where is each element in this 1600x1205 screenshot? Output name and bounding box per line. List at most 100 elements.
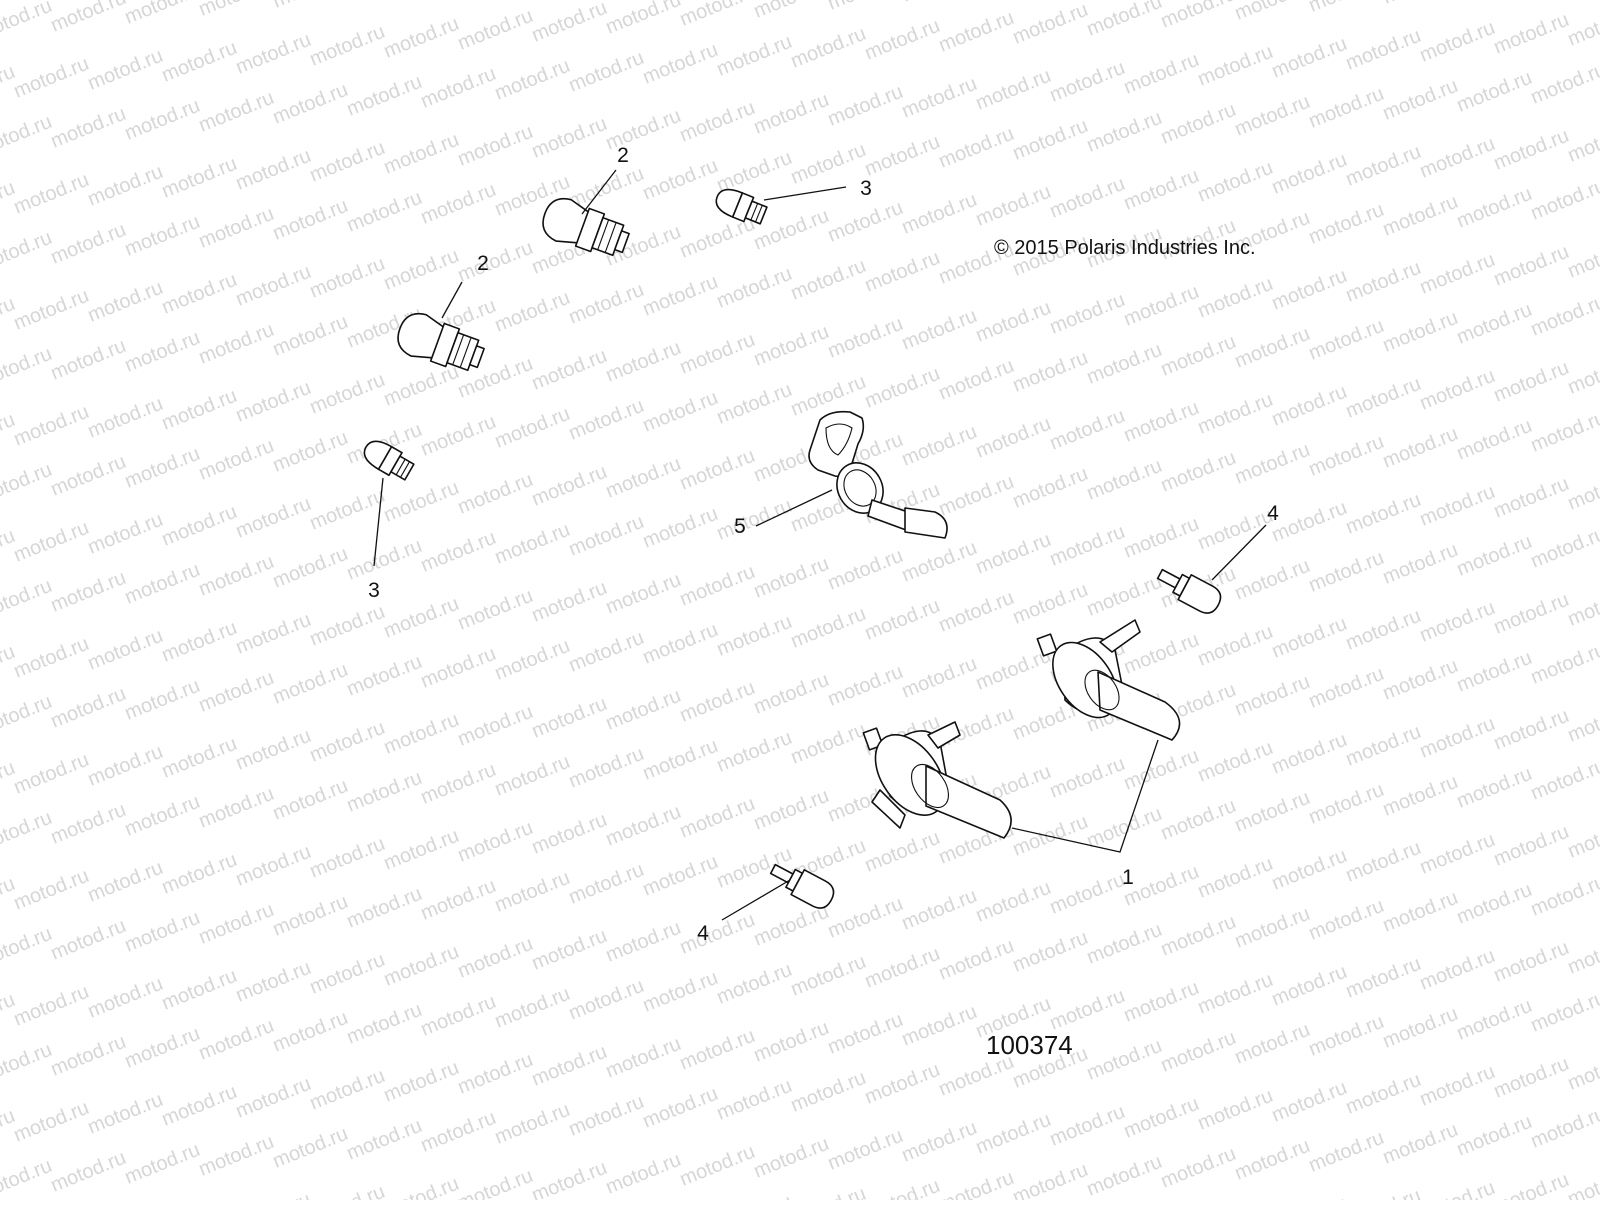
watermark-text: motod.ru bbox=[492, 55, 573, 105]
watermark-text: motod.ru bbox=[85, 393, 166, 443]
bulb-part-2-lower bbox=[397, 312, 485, 372]
watermark-text: motod.ru bbox=[1454, 67, 1535, 117]
watermark-text: motod.ru bbox=[196, 435, 277, 485]
watermark-text: motod.ru bbox=[1417, 249, 1498, 299]
watermark-text: motod.ru bbox=[1195, 1085, 1276, 1135]
watermark-text: motod.ru bbox=[1121, 397, 1202, 447]
watermark-text: motod.ru bbox=[899, 0, 980, 7]
watermark-text: motod.ru bbox=[11, 865, 92, 915]
watermark-text: motod.ru bbox=[159, 1081, 240, 1131]
watermark-text: motod.ru bbox=[714, 31, 795, 81]
watermark-text: motod.ru bbox=[1380, 307, 1461, 357]
watermark-text: motod.ru bbox=[1491, 473, 1572, 523]
watermark-text: motod.ru bbox=[1047, 57, 1128, 107]
watermark-text: motod.ru bbox=[936, 587, 1017, 637]
watermark-text: motod.ru bbox=[196, 319, 277, 369]
watermark-text: motod.ru bbox=[862, 827, 943, 877]
watermark-text: motod.ru bbox=[1232, 1135, 1313, 1185]
watermark-text: motod.ru bbox=[1306, 431, 1387, 481]
watermark-text: motod.ru bbox=[566, 975, 647, 1025]
watermark-text: motod.ru bbox=[196, 667, 277, 717]
watermark-text: motod.ru bbox=[418, 527, 499, 577]
watermark-text: motod.ru bbox=[1269, 149, 1350, 199]
watermark-text: motod.ru bbox=[48, 683, 129, 733]
watermark-text: motod.ru bbox=[1010, 115, 1091, 165]
watermark-text: motod.ru bbox=[233, 261, 314, 311]
watermark-text: motod.ru bbox=[862, 247, 943, 297]
watermark-text: motod.ru bbox=[1010, 927, 1091, 977]
watermark-text: motod.ru bbox=[1417, 1061, 1498, 1111]
watermark-text: motod.ru bbox=[11, 1097, 92, 1147]
watermark-text: motod.ru bbox=[603, 1033, 684, 1083]
watermark-text: motod.ru bbox=[1380, 655, 1461, 705]
watermark-text: motod.ru bbox=[1047, 173, 1128, 223]
watermark-text: motod.ru bbox=[1528, 755, 1600, 805]
watermark-text: motod.ru bbox=[307, 21, 388, 71]
watermark-text: motod.ru bbox=[936, 471, 1017, 521]
watermark-text: motod.ru bbox=[788, 719, 869, 769]
watermark-text: motod.ru bbox=[677, 561, 758, 611]
watermark-text: motod.ru bbox=[1047, 521, 1128, 571]
watermark-text: motod.ru bbox=[0, 0, 55, 45]
watermark-text: motod.ru bbox=[899, 537, 980, 587]
watermark-text: motod.ru bbox=[1195, 157, 1276, 207]
watermark-text: motod.ru bbox=[825, 545, 906, 595]
watermark-text: motod.ru bbox=[714, 727, 795, 777]
watermark-text: motod.ru bbox=[1121, 281, 1202, 331]
watermark-text: motod.ru bbox=[1306, 1127, 1387, 1177]
watermark-text: motod.ru bbox=[1380, 1119, 1461, 1169]
watermark-text: motod.ru bbox=[788, 139, 869, 189]
watermark-text: motod.ru bbox=[862, 15, 943, 65]
watermark-text: motod.ru bbox=[899, 421, 980, 471]
watermark-text: motod.ru bbox=[1380, 191, 1461, 241]
watermark-text: motod.ru bbox=[566, 627, 647, 677]
watermark-text: motod.ru bbox=[11, 517, 92, 567]
callout-4-right: 4 bbox=[1267, 502, 1279, 525]
watermark-text: motod.ru bbox=[307, 601, 388, 651]
watermark-text: motod.ru bbox=[270, 1007, 351, 1057]
watermark-text: motod.ru bbox=[196, 1015, 277, 1065]
watermark-text: motod.ru bbox=[159, 965, 240, 1015]
watermark-text: motod.ru bbox=[973, 529, 1054, 579]
watermark-text: motod.ru bbox=[418, 63, 499, 113]
watermark-text: motod.ru bbox=[122, 443, 203, 493]
watermark-text: motod.ru bbox=[1047, 289, 1128, 339]
watermark-text: motod.ru bbox=[344, 0, 425, 5]
watermark-text: motod.ru bbox=[899, 653, 980, 703]
watermark-text: motod.ru bbox=[233, 145, 314, 195]
bulb-part-3-upper bbox=[715, 188, 768, 225]
watermark-text: motod.ru bbox=[122, 211, 203, 261]
watermark-text: motod.ru bbox=[492, 1099, 573, 1149]
watermark-text: motod.ru bbox=[455, 121, 536, 171]
watermark-text: motod.ru bbox=[0, 691, 55, 741]
watermark-text: motod.ru bbox=[233, 609, 314, 659]
watermark-text: motod.ru bbox=[1528, 987, 1600, 1037]
watermark-text: motod.ru bbox=[1232, 1019, 1313, 1069]
watermark-text: motod.ru bbox=[344, 883, 425, 933]
watermark-text: motod.ru bbox=[603, 569, 684, 619]
watermark-text: motod.ru bbox=[603, 337, 684, 387]
watermark-text: motod.ru bbox=[48, 799, 129, 849]
watermark-text: motod.ru bbox=[529, 925, 610, 975]
watermark-text: motod.ru bbox=[714, 495, 795, 545]
watermark-text: motod.ru bbox=[233, 1189, 314, 1200]
callout-2-upper: 2 bbox=[617, 144, 629, 167]
watermark-text: motod.ru bbox=[1084, 1151, 1165, 1200]
watermark-text: motod.ru bbox=[270, 891, 351, 941]
watermark-text: motod.ru bbox=[455, 237, 536, 287]
watermark-text: motod.ru bbox=[85, 509, 166, 559]
watermark-text: motod.ru bbox=[1380, 771, 1461, 821]
watermark-text: motod.ru bbox=[418, 179, 499, 229]
watermark-text: motod.ru bbox=[1454, 531, 1535, 581]
watermark-text: motod.ru bbox=[344, 1115, 425, 1165]
watermark-text: motod.ru bbox=[1306, 83, 1387, 133]
watermark-text: motod.ru bbox=[825, 893, 906, 943]
watermark-text: motod.ru bbox=[122, 95, 203, 145]
watermark-text: motod.ru bbox=[85, 1089, 166, 1139]
watermark-text: motod.ru bbox=[1010, 1159, 1091, 1200]
watermark-text: motod.ru bbox=[196, 87, 277, 137]
watermark-text: motod.ru bbox=[1195, 41, 1276, 91]
diagram-number: 100374 bbox=[986, 1030, 1073, 1060]
